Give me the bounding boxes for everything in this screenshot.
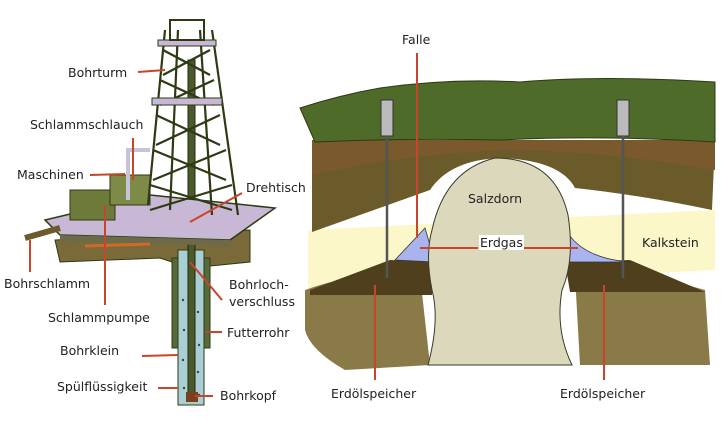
grass-surface — [299, 78, 716, 143]
mud-hose — [126, 148, 150, 200]
well-right — [616, 99, 630, 278]
label-bohrkopf: Bohrkopf — [220, 388, 277, 403]
label-salzdorn: Salzdorn — [468, 191, 523, 206]
lower-strata — [305, 274, 430, 370]
geology-leader-lines — [374, 53, 605, 380]
brown-layer — [312, 140, 715, 232]
label-bohrschlamm: Bohrschlamm — [4, 276, 91, 291]
machinery — [69, 189, 116, 221]
oil-reservoir-left — [310, 260, 435, 295]
label-erdoelspeicher-left: Erdölspeicher — [331, 386, 417, 401]
label-schlammschlauch: Schlammschlauch — [30, 117, 144, 132]
label-futterrohr: Futterrohr — [227, 325, 290, 340]
label-bohrloch-line2: verschluss — [229, 294, 295, 309]
label-spuelfluessigkeit: Spülflüssigkeit — [57, 379, 148, 394]
label-erdgas: Erdgas — [479, 235, 524, 250]
salt-dome-cross-section — [299, 78, 716, 370]
rig-leader-lines — [29, 69, 243, 397]
well-left — [380, 99, 394, 278]
mud-return-pipe — [24, 225, 61, 241]
label-drehtisch: Drehtisch — [246, 180, 306, 195]
label-erdoelspeicher-right: Erdölspeicher — [560, 386, 646, 401]
label-schlammpumpe: Schlammpumpe — [48, 310, 150, 325]
label-bohrloch-line1: Bohrloch- — [229, 277, 289, 292]
label-bohrklein: Bohrklein — [60, 343, 120, 358]
label-falle: Falle — [402, 32, 431, 47]
label-kalkstein: Kalkstein — [642, 235, 699, 250]
salt-dome — [427, 157, 573, 366]
oil-reservoir-right — [565, 260, 705, 292]
drill-bit — [186, 392, 198, 402]
derrick — [146, 29, 240, 216]
label-bohrturm: Bohrturm — [68, 65, 128, 80]
label-maschinen: Maschinen — [17, 167, 84, 182]
